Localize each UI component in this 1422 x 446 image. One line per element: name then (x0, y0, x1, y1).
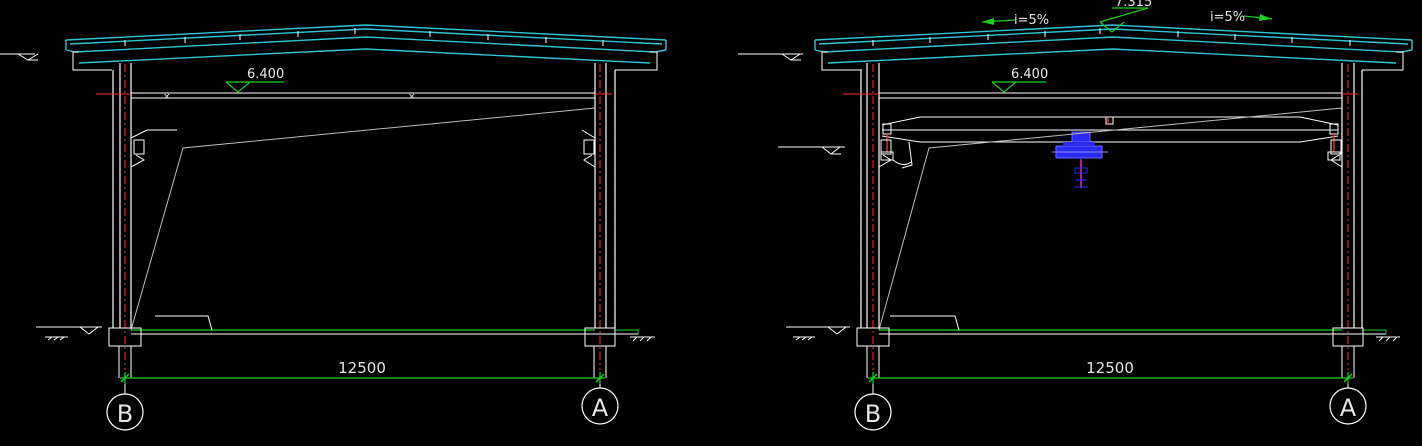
left-roof (65, 24, 667, 64)
left-foundations (108, 327, 616, 378)
left-elevation-label: 6.400 (247, 67, 284, 82)
left-corbels (130, 129, 596, 168)
right-axis-a-label: A (1340, 394, 1357, 422)
left-axis-a: A (581, 384, 619, 425)
right-foundations (856, 327, 1364, 378)
left-span-label: 12500 (338, 359, 386, 377)
right-span-label: 12500 (1086, 359, 1134, 377)
left-beam (131, 92, 595, 99)
left-ground-marks (0, 53, 655, 342)
left-section: × × 6.400 (0, 24, 667, 431)
right-gutters (821, 51, 1404, 71)
left-purlins (124, 28, 604, 46)
crane-hoist (1052, 131, 1108, 188)
right-slope-left: i=5% (981, 13, 1049, 28)
left-axis-b-label: B (117, 400, 133, 428)
overhead-crane (880, 116, 1341, 188)
right-beam (879, 92, 1342, 99)
left-elevation-marker: 6.400 (225, 67, 284, 93)
right-axis-a: A (1329, 384, 1367, 425)
left-beam-mark-2: × (408, 92, 416, 102)
right-section: 7.315 i=5% i=5% (738, 0, 1413, 431)
right-slope-left-label: i=5% (1014, 13, 1049, 28)
right-elevation-label: 6.400 (1011, 67, 1048, 82)
left-span-dimension: 12500 (120, 359, 605, 384)
left-ramp-line (130, 107, 596, 331)
right-ramp-line (878, 107, 1343, 331)
right-ridge-label: 7.315 (1115, 0, 1152, 10)
right-column-axes (872, 64, 1349, 370)
right-span-dimension: 12500 (868, 359, 1353, 384)
right-corbels (878, 139, 1343, 168)
left-columns (112, 63, 616, 328)
right-ridge-marker: 7.315 (1099, 0, 1152, 33)
left-gutters (72, 51, 658, 71)
left-axis-a-label: A (592, 394, 609, 422)
right-columns (860, 63, 1363, 328)
left-floor (131, 315, 639, 335)
left-axis-b: B (106, 384, 144, 431)
right-slope-right-label: i=5% (1210, 10, 1245, 25)
right-slope-right: i=5% (1210, 10, 1273, 25)
right-floor (879, 315, 1387, 335)
right-axis-b-label: B (865, 400, 881, 428)
right-axis-b: B (854, 384, 892, 431)
right-elevation-marker: 6.400 (991, 67, 1048, 93)
right-purlins (872, 28, 1351, 46)
right-ground-marks (738, 53, 1400, 342)
right-roof (814, 24, 1413, 64)
left-beam-mark: × (163, 92, 171, 102)
left-column-axes (124, 64, 601, 370)
